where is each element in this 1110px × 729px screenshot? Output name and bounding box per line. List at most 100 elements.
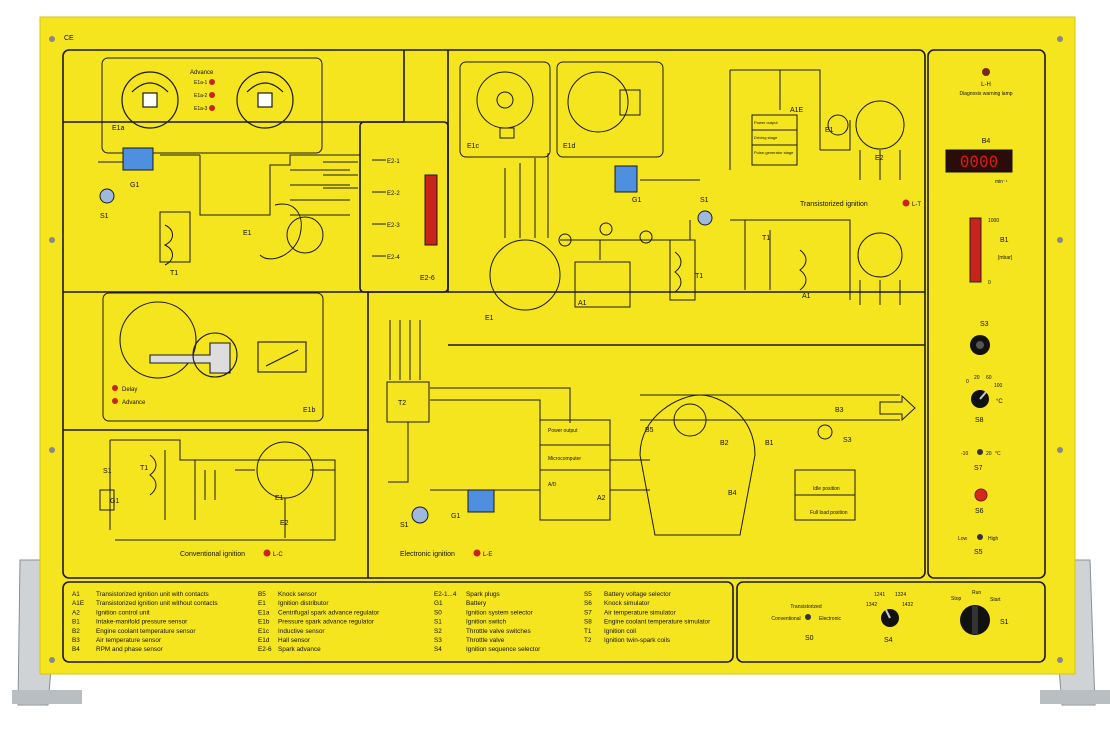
label-b3: B3 [835, 407, 844, 414]
s1-start: Start [990, 597, 1001, 603]
s4-label: S4 [884, 637, 893, 644]
legend-description: Transistorized ignition unit with contac… [96, 591, 209, 598]
legend-code: S6 [584, 600, 592, 607]
label-e1b: E1b [303, 407, 316, 414]
lamp-label: L-H [981, 82, 991, 88]
legend-code: E1a [258, 609, 270, 616]
brand-logo: CE [64, 35, 74, 42]
s5-high: High [988, 536, 999, 542]
diagnosis-lamp-icon [982, 68, 990, 76]
s1-stop: Stop [951, 596, 962, 602]
svg-text:20: 20 [974, 375, 980, 381]
legend-code: T2 [584, 637, 592, 644]
svg-text:Pulse-generator stage: Pulse-generator stage [754, 150, 794, 155]
s3-throttle-knob[interactable] [970, 335, 990, 355]
svg-text:A/D: A/D [548, 482, 557, 488]
legend-code: E2-6 [258, 646, 272, 653]
legend-code: E1c [258, 628, 270, 635]
legend-code: A1E [72, 600, 84, 607]
svg-text:100: 100 [994, 383, 1003, 389]
label-t1-center: T1 [695, 273, 703, 280]
legend-code: S4 [434, 646, 442, 653]
legend-description: Intake-manifold pressure sensor [96, 619, 188, 626]
s6-knock-button[interactable] [974, 488, 988, 502]
legend-code: S1 [434, 619, 442, 626]
s1-label: S1 [1000, 619, 1009, 626]
electronic-ignition-schematic [386, 320, 900, 536]
legend-code: S7 [584, 609, 592, 616]
s0-selector[interactable] [805, 614, 811, 620]
svg-text:0: 0 [966, 379, 969, 385]
svg-text:20: 20 [986, 451, 992, 457]
b1-label: B1 [1000, 237, 1009, 244]
s5-voltage-switch[interactable] [977, 534, 983, 540]
legend-description: Ignition distributor [278, 600, 329, 607]
electronic-ignition-title: Electronic ignition [400, 551, 455, 558]
s0-right: Electronic [819, 616, 841, 622]
label-e1-top: E1 [243, 230, 252, 237]
label-t1-bottom: T1 [140, 465, 148, 472]
s1-ignition-key[interactable] [960, 605, 990, 635]
label-e1-center: E1 [485, 315, 494, 322]
electronic-lamp [473, 549, 481, 557]
legend-description: Knock sensor [278, 591, 318, 598]
svg-text:°C: °C [995, 451, 1001, 457]
label-t1-top: T1 [170, 270, 178, 277]
advance-indicators: E1a-1 E1a-2 E1a-3 [194, 79, 215, 112]
s7-air-knob[interactable] [977, 449, 983, 455]
lamp-desc: Diagnosis warning lamp [959, 91, 1012, 97]
conventional-ignition-title: Conventional ignition [180, 551, 245, 558]
svg-text:Driving stage: Driving stage [754, 135, 778, 140]
legend-code: E1 [258, 600, 266, 607]
s1-run: Run [972, 590, 981, 596]
legend-code: S5 [584, 591, 592, 598]
legend-description: Knock simulator [604, 600, 650, 607]
legend-code: S8 [584, 619, 592, 626]
transistorized-lamp [902, 199, 910, 207]
label-e1d: E1d [563, 143, 576, 150]
conventional-upper-circuit [98, 147, 360, 266]
svg-text:1432: 1432 [902, 602, 913, 608]
vacuum-indicators: Delay Advance [112, 385, 146, 406]
legend-description: Throttle valve [466, 637, 505, 644]
svg-text:1324: 1324 [895, 592, 906, 598]
b1-top: 1000 [988, 218, 999, 224]
rpm-display-value: 0000 [960, 152, 999, 171]
label-e1-bottom: E1 [275, 495, 284, 502]
label-b1: B1 [765, 440, 774, 447]
label-g1-center: G1 [632, 197, 641, 204]
spark-advance-bar [424, 174, 438, 246]
inductive-hall-sensors [476, 71, 641, 139]
legend-code: B5 [258, 591, 266, 598]
legend-code: B1 [72, 619, 80, 626]
legend-description: Ignition sequence selector [466, 646, 541, 653]
s6-label: S6 [975, 508, 984, 515]
label-s1-top: S1 [100, 213, 109, 220]
legend-description: Pressure spark advance regulator [278, 619, 375, 626]
b1-unit: [mbar] [998, 255, 1013, 261]
svg-text:1241: 1241 [874, 592, 885, 598]
s0-left: Conventional [771, 616, 800, 622]
svg-text:Delay: Delay [122, 387, 137, 393]
legend-description: Ignition control unit [96, 609, 150, 616]
s5-label: S5 [974, 549, 983, 556]
svg-text:-10: -10 [961, 451, 968, 457]
s4-sequence-knob[interactable] [881, 609, 899, 627]
svg-text:Full load position: Full load position [810, 510, 848, 516]
legend-code: T1 [584, 628, 592, 635]
svg-text:E2-2: E2-2 [387, 191, 400, 197]
b4-label: B4 [982, 138, 991, 145]
s3-label: S3 [980, 321, 989, 328]
legend-description: RPM and phase sensor [96, 646, 164, 653]
vacuum-advance-module [119, 301, 307, 379]
centrifugal-advance-module [121, 71, 294, 129]
advance-arrows [323, 161, 358, 189]
svg-text:E2-3: E2-3 [387, 223, 400, 229]
svg-text:E1a-2: E1a-2 [194, 93, 208, 99]
s8-scale: 0 20 60 100 [966, 375, 1003, 389]
legend-description: Battery [466, 600, 487, 607]
legend-description: Ignition system selector [466, 609, 534, 616]
s8-coolant-knob[interactable] [971, 390, 989, 408]
legend-code: E1b [258, 619, 270, 626]
